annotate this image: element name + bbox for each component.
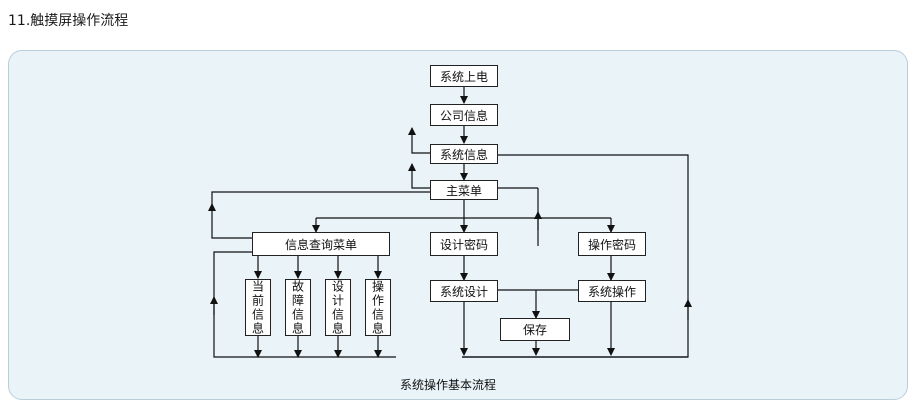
node-current-info: 当前信息 — [245, 279, 271, 336]
node-system-design: 系统设计 — [430, 280, 498, 302]
edge-return-upper — [408, 127, 430, 154]
node-info-query-menu: 信息查询菜单 — [252, 232, 390, 256]
node-fault-info: 故障信息 — [285, 279, 311, 336]
node-design-info: 设计信息 — [325, 279, 351, 336]
diagram-caption: 系统操作基本流程 — [400, 378, 497, 392]
node-design-password: 设计密码 — [430, 232, 498, 256]
node-power-on: 系统上电 — [430, 65, 498, 87]
page-title: 11.触摸屏操作流程 — [8, 13, 129, 29]
node-main-menu: 主菜单 — [430, 180, 498, 200]
edge-left-top-line — [211, 191, 430, 208]
edge-query-to-left-top — [208, 203, 252, 239]
node-company-info: 公司信息 — [430, 104, 498, 126]
node-system-operation: 系统操作 — [578, 280, 646, 302]
node-operation-password: 操作密码 — [578, 232, 646, 256]
node-operation-info: 操作信息 — [365, 279, 391, 336]
node-system-info: 系统信息 — [430, 144, 498, 164]
edge-return-lower — [408, 163, 430, 189]
node-save: 保存 — [500, 318, 570, 341]
diagram-panel — [8, 50, 908, 400]
